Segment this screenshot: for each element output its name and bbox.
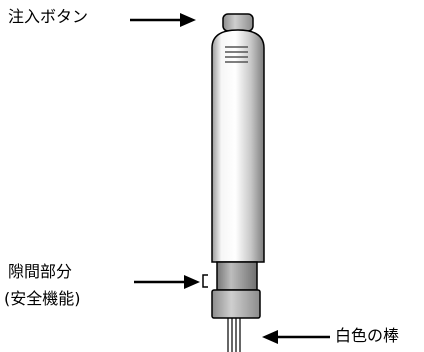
label-gap-section: 隙間部分	[8, 262, 73, 281]
arrow-gap-section	[134, 275, 200, 289]
label-injection-button: 注入ボタン	[8, 7, 89, 26]
injection-button	[222, 13, 254, 32]
arrow-white-rod	[262, 330, 330, 344]
label-safety-function: (安全機能)	[4, 289, 81, 308]
pen-body	[211, 29, 265, 263]
arrow-injection-button	[130, 13, 196, 27]
white-rod	[227, 318, 241, 352]
lower-cap	[211, 289, 261, 319]
label-white-rod: 白色の棒	[335, 326, 400, 345]
grip-lines	[225, 46, 248, 63]
gap-bracket	[202, 274, 208, 288]
gap-section	[216, 261, 258, 291]
